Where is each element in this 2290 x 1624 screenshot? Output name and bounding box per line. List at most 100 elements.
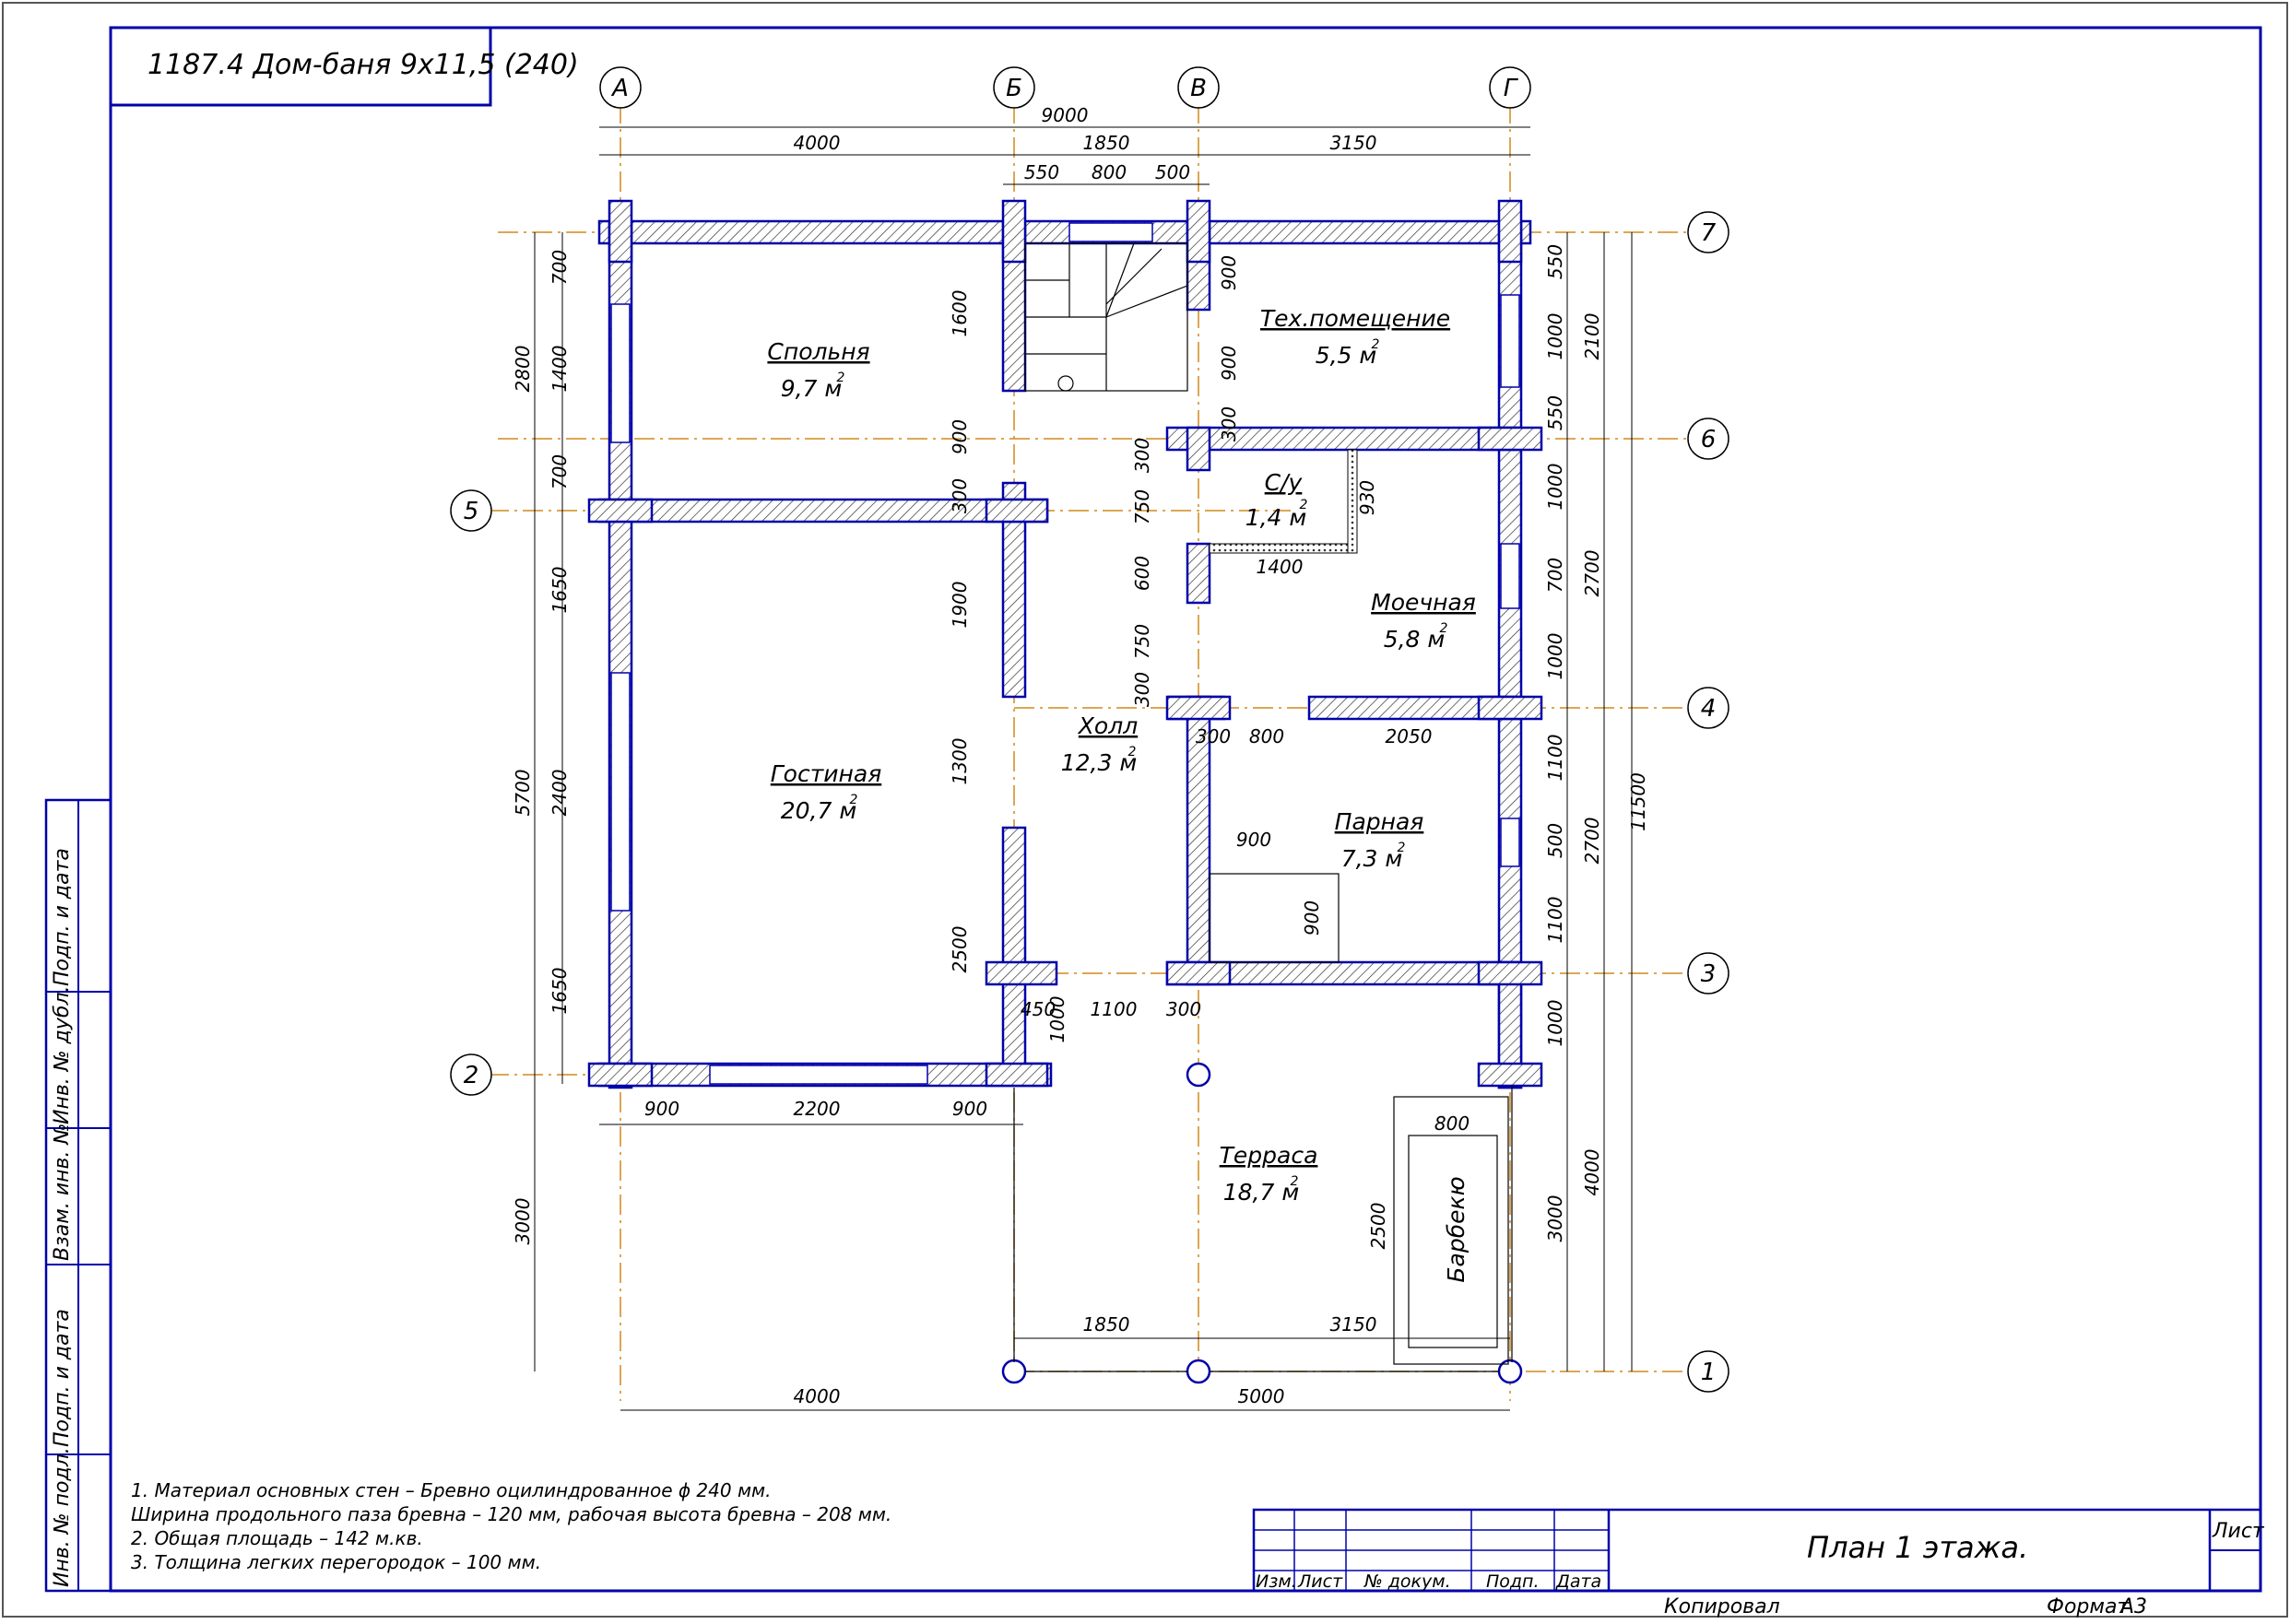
dim-in-800: 800 xyxy=(1249,725,1284,747)
dim-right-2700a: 2700 xyxy=(1581,550,1603,597)
room-sup-tech: 2 xyxy=(1372,337,1380,352)
axis-label-6: 6 xyxy=(1701,426,1717,453)
axis-label-2: 2 xyxy=(464,1062,479,1089)
dim-right-1100b: 1100 xyxy=(1544,897,1566,944)
notes: 1. Материал основных стен – Бревно оцили… xyxy=(131,1479,891,1573)
format-label: Формат xyxy=(2047,1595,2130,1618)
dim-in-900c: 900 xyxy=(1218,346,1240,381)
dim-right-550b: 550 xyxy=(1544,395,1566,430)
dim-bot-900b: 900 xyxy=(952,1098,987,1120)
dim-top-1850: 1850 xyxy=(1083,132,1130,154)
dim-in-750a: 750 xyxy=(1131,489,1153,524)
room-name-wash: Моечная xyxy=(1371,589,1476,616)
axis-label-4: 4 xyxy=(1701,695,1717,723)
dim-right-550a: 550 xyxy=(1544,244,1566,279)
stairs xyxy=(1024,242,1188,392)
room-name-tech: Тех.помещение xyxy=(1260,305,1450,332)
room-name-living: Гостиная xyxy=(771,760,881,787)
stamp-col-izm: Изм. xyxy=(1256,1571,1297,1592)
dim-right-1000d: 1000 xyxy=(1544,1000,1566,1047)
axis-label-b: Б xyxy=(1006,75,1022,102)
axis-label-a: А xyxy=(610,75,629,102)
bottom-stamp: Изм. Лист № докум. Подп. Дата План 1 эта… xyxy=(1252,1508,2265,1618)
room-name-sauna: Парная xyxy=(1335,808,1424,835)
stamp-col-doc: № докум. xyxy=(1363,1571,1451,1592)
room-sup-terrace: 2 xyxy=(1291,1174,1299,1189)
dim-top-800: 800 xyxy=(1092,161,1127,183)
room-area-hall: 12,3 м xyxy=(1061,749,1137,776)
dim-in-2500b: 2500 xyxy=(1367,1203,1389,1250)
sheet-label: Лист xyxy=(2212,1520,2265,1543)
room-area-wash: 5,8 м xyxy=(1384,626,1446,653)
dim-left-2800: 2800 xyxy=(512,346,534,393)
room-sup-sauna: 2 xyxy=(1398,841,1406,855)
axis-label-v: В xyxy=(1190,75,1207,102)
dimension-lines xyxy=(534,126,1633,1411)
dim-right-1000c: 1000 xyxy=(1544,633,1566,680)
axis-marker-3 xyxy=(1687,952,1729,994)
title-box xyxy=(109,26,492,107)
dim-in-300c: 300 xyxy=(1131,438,1153,473)
dim-in-450: 450 xyxy=(1021,998,1056,1020)
note-2: Ширина продольного паза бревна – 120 мм,… xyxy=(131,1503,891,1525)
room-area-terrace: 18,7 м xyxy=(1223,1179,1299,1206)
axis-marker-a xyxy=(599,66,642,109)
axis-marker-7 xyxy=(1687,211,1729,253)
axis-label-3: 3 xyxy=(1701,960,1717,988)
dim-right-2100: 2100 xyxy=(1581,313,1603,360)
dim-top-550: 550 xyxy=(1024,161,1059,183)
room-area-living: 20,7 м xyxy=(781,797,856,824)
dim-in-1300: 1300 xyxy=(949,738,971,785)
room-sup-bedroom: 2 xyxy=(837,371,845,385)
dim-in-1000: 1000 xyxy=(1046,996,1068,1043)
axis-marker-6 xyxy=(1687,418,1729,460)
dim-left-1400: 1400 xyxy=(549,346,571,393)
axis-label-1: 1 xyxy=(1701,1359,1717,1386)
room-name-hall: Холл xyxy=(1077,712,1138,739)
room-name-terrace: Терраса xyxy=(1220,1142,1318,1169)
dim-bot-2200: 2200 xyxy=(794,1098,841,1120)
dim-left-700b: 700 xyxy=(549,454,571,489)
room-sup-wc: 2 xyxy=(1300,498,1308,512)
dim-in-930: 930 xyxy=(1356,480,1378,515)
openings xyxy=(610,222,1520,1085)
room-name-bbq: Барбекю xyxy=(1443,1176,1470,1282)
dim-right-700: 700 xyxy=(1544,558,1566,593)
dim-in-1900: 1900 xyxy=(949,582,971,629)
room-name-bedroom: Спольня xyxy=(767,338,869,365)
axis-marker-5 xyxy=(450,489,492,532)
room-area-sauna: 7,3 м xyxy=(1341,845,1403,872)
note-1: 1. Материал основных стен – Бревно оцили… xyxy=(131,1479,771,1501)
side-label-1: Подп. и дата xyxy=(51,848,74,986)
copied-label: Копировал xyxy=(1664,1595,1780,1618)
sheet-title: План 1 этажа. xyxy=(1807,1530,2028,1565)
dim-bot-3150: 3150 xyxy=(1330,1313,1377,1336)
dim-bot-900a: 900 xyxy=(644,1098,679,1120)
stamp-col-list: Лист xyxy=(1297,1571,1343,1592)
format-value: А3 xyxy=(2119,1595,2147,1618)
stamp-col-date: Дата xyxy=(1555,1571,1601,1592)
axis-label-5: 5 xyxy=(464,498,479,525)
axis-marker-1 xyxy=(1687,1350,1729,1393)
drawing-title: 1187.4 Дом-баня 9х11,5 (240) xyxy=(148,49,579,81)
room-sup-hall: 2 xyxy=(1128,745,1137,759)
side-label-2: Инв. № дубл. xyxy=(51,985,74,1124)
terrace-columns xyxy=(1001,1062,1523,1384)
dim-right-3000: 3000 xyxy=(1544,1195,1566,1242)
dim-left-2400: 2400 xyxy=(549,770,571,817)
axis-markers xyxy=(450,66,1729,1393)
room-area-bedroom: 9,7 м xyxy=(781,375,843,402)
dim-top-4000: 4000 xyxy=(794,132,841,154)
dim-right-2700b: 2700 xyxy=(1581,818,1603,865)
dim-in-800b: 800 xyxy=(1434,1112,1470,1135)
dim-in-1600: 1600 xyxy=(949,290,971,337)
dim-in-900d: 900 xyxy=(1236,829,1271,851)
dim-top-3150: 3150 xyxy=(1330,132,1377,154)
room-sup-wash: 2 xyxy=(1440,621,1448,636)
axis-marker-g xyxy=(1489,66,1531,109)
room-area-tech: 5,5 м xyxy=(1316,342,1377,369)
note-4: 3. Толщина легких перегородок – 100 мм. xyxy=(131,1551,541,1573)
